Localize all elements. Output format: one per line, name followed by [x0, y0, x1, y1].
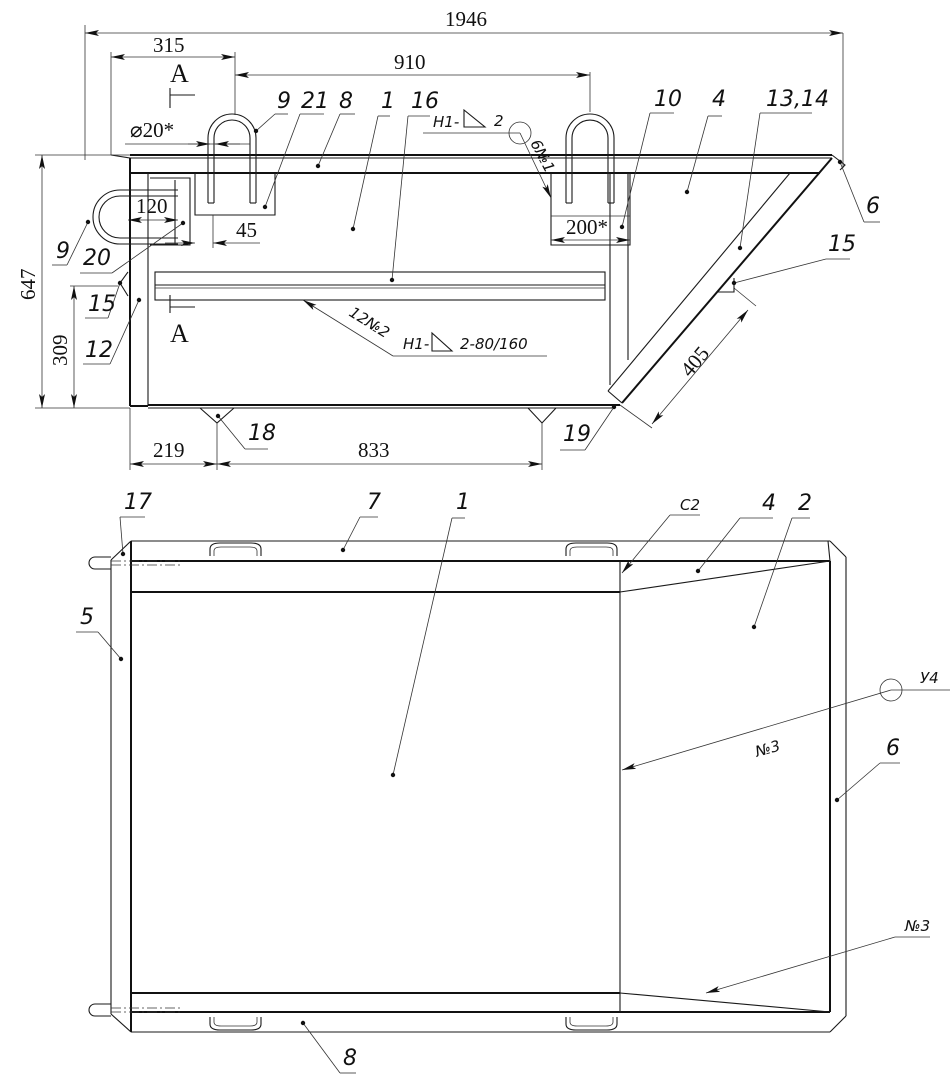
weld-note-bottom: 12№2 H1- 2-80/160	[302, 299, 547, 357]
dim-leg-offset: 219	[153, 438, 185, 462]
svg-text:C2: C2	[680, 496, 700, 514]
svg-text:1: 1	[456, 490, 470, 515]
svg-text:6: 6	[886, 736, 900, 761]
svg-text:5: 5	[80, 605, 94, 630]
svg-text:15: 15	[828, 232, 856, 257]
svg-text:№3: №3	[904, 917, 930, 935]
handle-right-top	[565, 113, 615, 204]
svg-text:2: 2	[494, 112, 504, 130]
svg-text:7: 7	[367, 490, 381, 515]
dim-handle-width: 120	[136, 194, 168, 218]
svg-text:6: 6	[866, 194, 880, 219]
section-label-bottom: A	[170, 319, 189, 348]
dimension-1946: 1946	[84, 7, 844, 168]
callouts-side: 9 21 8 1 16 10 4	[52, 87, 880, 451]
dim-rod-diameter: ⌀20*	[130, 118, 174, 142]
svg-text:9: 9	[56, 239, 70, 264]
dim-section-offset: 315	[153, 33, 185, 57]
svg-text:№3: №3	[752, 737, 782, 762]
svg-text:4: 4	[762, 491, 776, 516]
dim-leg-spacing: 833	[358, 438, 390, 462]
dim-overall-length: 1946	[445, 7, 487, 31]
dim-lower-height: 309	[48, 335, 72, 367]
svg-text:8: 8	[343, 1046, 357, 1071]
svg-text:H1-: H1-	[403, 335, 429, 353]
dim-overall-height: 647	[16, 269, 40, 301]
rib-part-16	[154, 271, 606, 301]
svg-text:У4: У4	[920, 669, 939, 687]
svg-text:21: 21	[301, 89, 329, 114]
handle-top-view-1	[209, 542, 262, 556]
svg-text:15: 15	[88, 292, 116, 317]
svg-text:13,14: 13,14	[766, 87, 829, 112]
handle-left-side	[92, 189, 178, 245]
dim-handle-offset: 45	[236, 218, 257, 242]
top-view: 17 7 1 C2 4 2 5	[76, 490, 950, 1074]
svg-text:12: 12	[85, 338, 113, 363]
svg-text:12№2: 12№2	[346, 303, 393, 342]
handle-top-view-2	[565, 542, 618, 556]
svg-text:2-80/160: 2-80/160	[460, 335, 528, 353]
svg-text:9: 9	[277, 89, 291, 114]
svg-text:4: 4	[712, 87, 726, 112]
section-label-top: A	[170, 59, 189, 88]
side-hook-top	[88, 556, 180, 570]
handle-top-view-3	[209, 1017, 262, 1031]
svg-text:20: 20	[83, 246, 111, 271]
chute: 405	[607, 157, 833, 429]
svg-text:H1-: H1-	[433, 113, 459, 131]
dim-chute-length: 405	[675, 342, 714, 382]
callouts-top: 17 7 1 C2 4 2 5	[76, 490, 950, 1074]
side-hook-bottom	[88, 1003, 180, 1017]
svg-text:1: 1	[381, 89, 395, 114]
svg-text:17: 17	[124, 490, 152, 515]
svg-text:16: 16	[411, 89, 439, 114]
dim-handle-spacing: 910	[394, 50, 426, 74]
svg-text:8: 8	[339, 89, 353, 114]
svg-text:2: 2	[798, 491, 812, 516]
section-arrow-bottom	[169, 295, 195, 313]
dim-plate-width: 200*	[566, 215, 608, 239]
svg-text:10: 10	[654, 87, 682, 112]
section-arrow-top	[169, 88, 195, 108]
side-view: 1946 315 910 A	[16, 7, 880, 470]
svg-text:18: 18	[248, 421, 276, 446]
dimension-315: 315	[110, 33, 236, 155]
svg-text:19: 19	[563, 422, 591, 447]
handle-top-view-4	[565, 1017, 618, 1031]
dimension-910: 910	[235, 50, 591, 112]
